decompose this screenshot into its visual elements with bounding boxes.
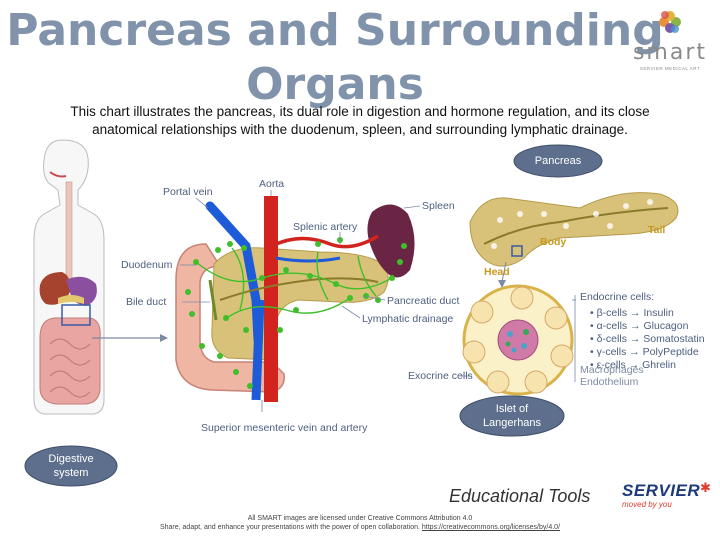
- spleen-shape: [367, 204, 415, 278]
- duodenum-shape: [175, 243, 285, 393]
- zoom-arrow-head: [160, 334, 168, 342]
- islet-core: [497, 319, 539, 361]
- overview-arrow-line: [501, 261, 507, 283]
- endocrine-heading: Endocrine cells:: [580, 291, 655, 303]
- label-head: Head: [484, 266, 510, 278]
- islet-illustration: [460, 284, 576, 396]
- cloud-digestive-label: Digestive system: [48, 453, 94, 479]
- center-pancreas-illustration: [175, 196, 415, 402]
- mesenteric-artery-vessel: [264, 299, 276, 397]
- license-link[interactable]: https://creativecommons.org/licenses/by/…: [421, 524, 561, 531]
- cloud-pancreas-label: Pancreas: [534, 155, 582, 167]
- pancreas-overview-shape: [469, 192, 679, 267]
- endocrine-item: ε-cells → Ghrelin: [590, 359, 705, 372]
- label-portal-vein: Portal vein: [163, 186, 213, 198]
- splenic-artery-vessel: [271, 234, 379, 249]
- footer: All SMART images are licensed under Crea…: [0, 514, 720, 532]
- cloud-islet[interactable]: [459, 395, 565, 437]
- splenic-vein-vessel: [275, 256, 341, 263]
- footer-share: Share, adapt, and enhance your presentat…: [0, 523, 720, 532]
- endocrine-item: β-cells → Insulin: [590, 307, 705, 320]
- servier-logo[interactable]: SERVIER: [622, 481, 701, 500]
- overview-zoom-box: [511, 245, 523, 257]
- label-spleen: Spleen: [422, 200, 455, 212]
- label-pancreatic-duct: Pancreatic duct: [387, 295, 460, 307]
- smart-logo[interactable]: smart SERVIER MEDICAL ART: [628, 6, 712, 72]
- label-tail: Tail: [648, 224, 666, 236]
- endocrine-item: γ-cells → PolyPeptide: [590, 346, 705, 359]
- center-leader-lines: [180, 190, 421, 412]
- bile-duct-vessel: [208, 279, 218, 321]
- endocrine-item: δ-cells → Somatostatin: [590, 333, 705, 346]
- label-exocrine-cells: Exocrine cells: [408, 370, 473, 382]
- other-cell-macrophages: Macrophages: [580, 364, 644, 376]
- cloud-digestive[interactable]: [24, 445, 118, 487]
- cloud-islet-label: Islet of Langerhans: [482, 403, 542, 429]
- dna-icon: [659, 11, 681, 33]
- logo-word: smart: [632, 40, 708, 65]
- lymphatic-network: [195, 247, 393, 321]
- footer-license: All SMART images are licensed under Crea…: [247, 515, 473, 522]
- servier-star-icon: ✱: [700, 480, 711, 495]
- other-cell-endothelium: Endothelium: [580, 376, 639, 388]
- label-lymphatic-drainage: Lymphatic drainage: [362, 313, 454, 325]
- zoom-box: [61, 304, 91, 326]
- label-splenic-artery: Splenic artery: [293, 221, 358, 233]
- endocrine-item: α-cells → Glucagon: [590, 320, 705, 333]
- other-cells: Macrophages Endothelium: [580, 364, 644, 388]
- right-pancreas-overview: [469, 192, 679, 288]
- page-subtitle: This chart illustrates the pancreas, its…: [70, 104, 650, 137]
- label-superior-mesenteric: Superior mesenteric vein and artery: [201, 422, 368, 434]
- endocrine-list: β-cells → Insulin α-cells → Glucagon δ-c…: [590, 307, 705, 372]
- educational-tools-label: Educational Tools: [449, 486, 591, 506]
- mesenteric-vein-vessel: [251, 299, 265, 401]
- label-aorta: Aorta: [259, 178, 285, 190]
- footer-share-text: Share, adapt, and enhance your presentat…: [159, 524, 420, 531]
- label-body: Body: [540, 236, 567, 248]
- overview-duct: [483, 207, 669, 245]
- page-title: Pancreas and Surrounding Organs: [6, 5, 664, 110]
- digestive-organs: [39, 272, 101, 405]
- servier-tagline: moved by you: [622, 500, 672, 509]
- logo-subtitle: SERVIER MEDICAL ART: [639, 66, 701, 71]
- label-bile-duct: Bile duct: [126, 296, 167, 308]
- overview-lobules: [491, 199, 653, 249]
- pancreas-shape: [211, 247, 389, 361]
- label-duodenum: Duodenum: [121, 259, 173, 271]
- cloud-pancreas[interactable]: [513, 144, 603, 178]
- overview-arrow-head: [498, 280, 506, 288]
- clouds: [24, 144, 603, 487]
